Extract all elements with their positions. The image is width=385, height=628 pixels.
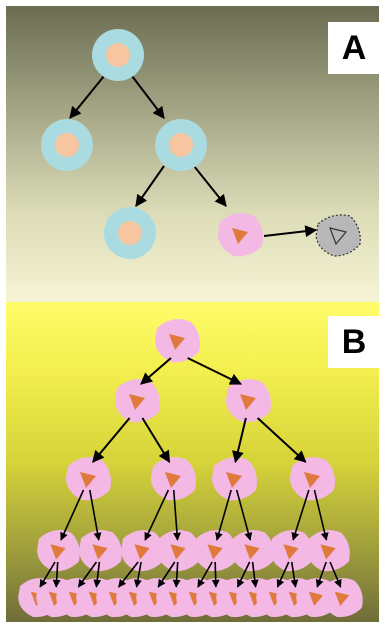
arrow (276, 561, 290, 588)
arrow (236, 561, 251, 588)
arrow (315, 561, 327, 588)
panel-b-arrows (39, 357, 342, 588)
progenitor-cell-icon (121, 530, 164, 572)
arrow (329, 561, 342, 588)
progenitor-cell-icon (322, 578, 363, 618)
stem-cell-icon (92, 29, 144, 81)
panel-a-arrows (69, 75, 318, 238)
arrow (39, 561, 56, 588)
arrow (131, 75, 165, 119)
arrow (157, 561, 176, 588)
arrow (52, 561, 61, 588)
progenitor-cell-icon (231, 530, 274, 572)
progenitor-cell-icon (155, 319, 200, 363)
arrow (256, 417, 307, 463)
arrow (89, 489, 102, 541)
progenitor-cell-icon (37, 530, 80, 572)
arrow (187, 357, 242, 385)
arrow (235, 489, 253, 541)
arrow (144, 489, 170, 541)
progenitor-cell-icon (151, 457, 196, 501)
progenitor-cell-icon (115, 379, 160, 423)
arrow (232, 417, 247, 464)
stem-cell-icon (155, 119, 207, 171)
arrow (133, 561, 142, 588)
arrow (215, 489, 232, 541)
progenitor-cell-icon (307, 530, 350, 572)
progenitor-cell-icon (226, 379, 271, 423)
arrow (193, 165, 227, 207)
progenitor-cell-icon (290, 457, 335, 501)
progenitor-cell-icon (66, 457, 111, 501)
panel-a-label: A (328, 22, 380, 74)
progenitor-cell-icon (212, 457, 257, 501)
arrow (291, 489, 310, 541)
arrow (135, 165, 165, 207)
panel-b-label: B (328, 316, 380, 368)
panel-b-cells (18, 319, 363, 618)
arrow (172, 489, 181, 541)
progenitor-cell-icon (194, 530, 237, 572)
progenitor-cell-icon (270, 530, 313, 572)
arrow (141, 417, 171, 464)
stem-cell-icon (41, 119, 93, 171)
arrow (197, 561, 213, 588)
arrow (263, 225, 318, 238)
arrow (69, 75, 105, 119)
arrow (250, 561, 259, 588)
dead-cell-icon (315, 214, 361, 257)
arrow (117, 561, 139, 588)
arrow (290, 561, 299, 588)
progenitor-cell-icon (79, 530, 122, 572)
arrow (211, 561, 220, 588)
arrow (313, 489, 329, 541)
panel-b-tree (18, 319, 363, 618)
arrow (60, 489, 85, 541)
progenitor-cell-icon (218, 213, 263, 257)
arrow (93, 561, 102, 588)
stem-cell-icon (104, 207, 156, 259)
progenitor-cell-icon (157, 530, 200, 572)
arrow (77, 561, 98, 588)
arrow (140, 357, 172, 385)
arrow (172, 561, 181, 588)
arrow (92, 417, 131, 463)
